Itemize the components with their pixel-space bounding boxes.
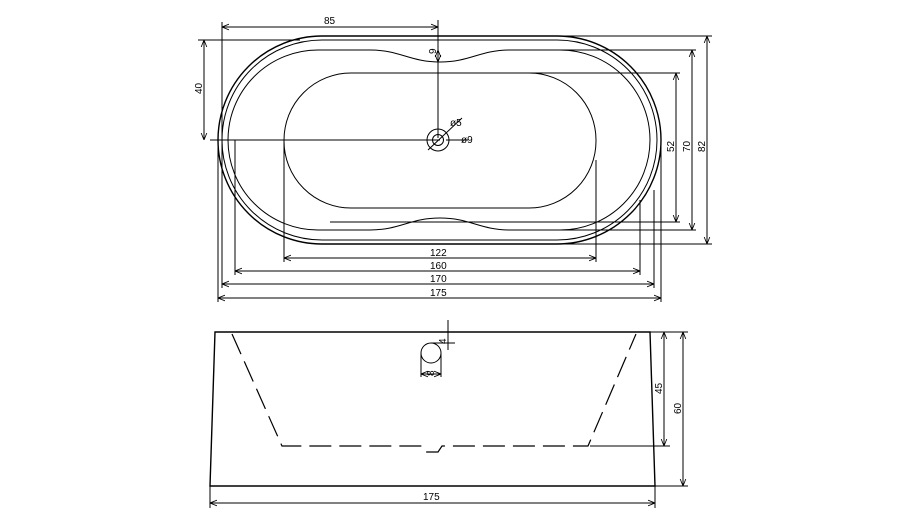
dim-label-122: 122	[430, 248, 447, 259]
dim-label-4: 4	[438, 338, 449, 344]
drain-label-9: ø9	[461, 135, 473, 146]
side-body-outline	[209, 331, 656, 487]
dim-label-175-plan: 175	[430, 288, 447, 299]
dim-label-45: 45	[654, 382, 665, 394]
dim-label-8: 8	[426, 370, 437, 376]
side-basin-profile	[231, 333, 637, 453]
dim-label-40: 40	[194, 82, 205, 94]
dim-label-52: 52	[666, 140, 677, 152]
dim-label-60: 60	[673, 402, 684, 414]
overflow-circle	[420, 342, 442, 364]
dim-label-70: 70	[682, 140, 693, 152]
dim-label-175-side: 175	[423, 492, 440, 503]
dim-label-85: 85	[324, 16, 336, 27]
dim-label-82: 82	[697, 140, 708, 152]
dim-label-170: 170	[430, 274, 447, 285]
side-view: 4 8 45 60 175	[209, 320, 688, 508]
plan-view: ø5 ø9 85 40 9 52 70 82	[194, 16, 712, 302]
dim-label-9: 9	[428, 48, 439, 54]
drain-label-5: ø5	[450, 118, 462, 129]
drain-leader-5	[427, 117, 463, 151]
dim-label-160: 160	[430, 261, 447, 272]
